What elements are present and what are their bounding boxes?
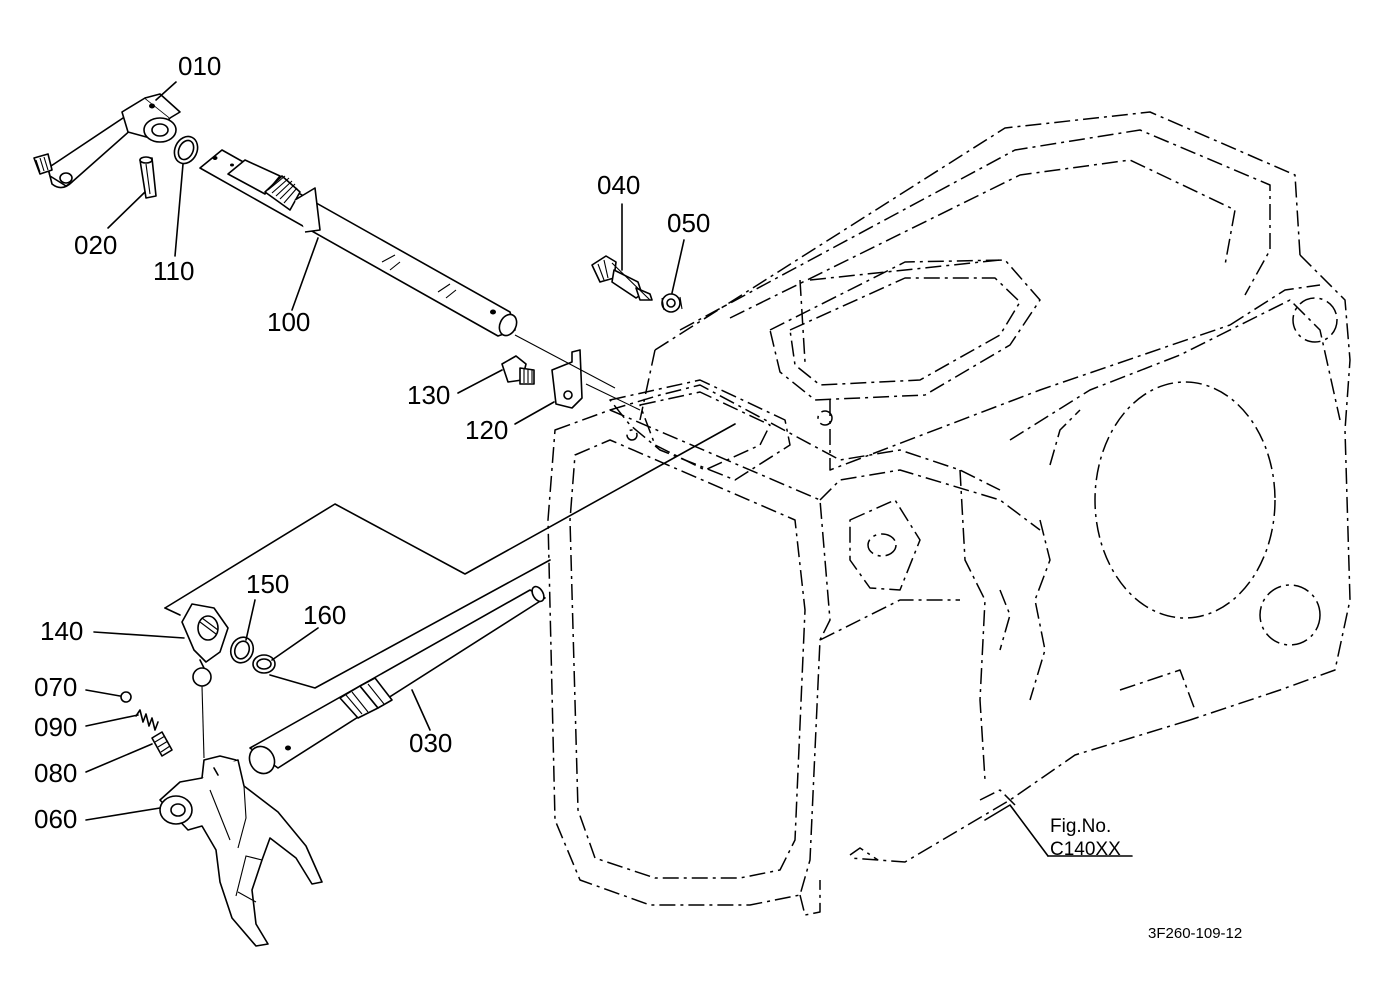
- figure-code: C140XX: [1050, 839, 1121, 860]
- part-040-bolt: [591, 255, 653, 301]
- label-060: 060: [34, 804, 77, 834]
- part-090-spring: [135, 709, 159, 731]
- part-070-ball: [120, 691, 132, 703]
- label-080: 080: [34, 758, 77, 788]
- part-030-shaft: [248, 585, 546, 775]
- part-160-o-ring: [252, 654, 276, 674]
- label-030: 030: [409, 728, 452, 758]
- label-070: 070: [34, 672, 77, 702]
- label-140: 140: [40, 616, 83, 646]
- document-number: 3F260-109-12: [1148, 925, 1242, 942]
- label-040: 040: [597, 170, 640, 200]
- part-010-lever: [33, 93, 181, 189]
- label-050: 050: [667, 208, 710, 238]
- assembly-group-bracket: [164, 423, 736, 689]
- part-120-bracket: [551, 349, 583, 409]
- part-050-washer: [661, 293, 683, 313]
- figure-title: Fig.No.: [1050, 816, 1111, 837]
- part-130-bolt: [501, 355, 535, 385]
- part-150-clip: [229, 636, 255, 664]
- label-150: 150: [246, 569, 289, 599]
- label-020: 020: [74, 230, 117, 260]
- transmission-case: [547, 111, 1351, 916]
- part-110-o-ring: [173, 135, 199, 165]
- part-060-shift-fork: [159, 755, 323, 947]
- part-100-shaft: [199, 149, 518, 337]
- figure-reference: Fig.No. C140XX: [1050, 816, 1121, 860]
- label-010: 010: [178, 51, 221, 81]
- part-140-ball-joint: [181, 603, 229, 687]
- leader-lines: [85, 81, 1133, 857]
- part-020-pin: [139, 156, 157, 199]
- label-130: 130: [407, 380, 450, 410]
- part-080-plug: [151, 731, 173, 757]
- label-100: 100: [267, 307, 310, 337]
- label-090: 090: [34, 712, 77, 742]
- label-160: 160: [303, 600, 346, 630]
- label-120: 120: [465, 415, 508, 445]
- label-110: 110: [153, 256, 194, 286]
- part-labels: 010 020 110 100 040 050 130 120 140 150 …: [34, 51, 710, 834]
